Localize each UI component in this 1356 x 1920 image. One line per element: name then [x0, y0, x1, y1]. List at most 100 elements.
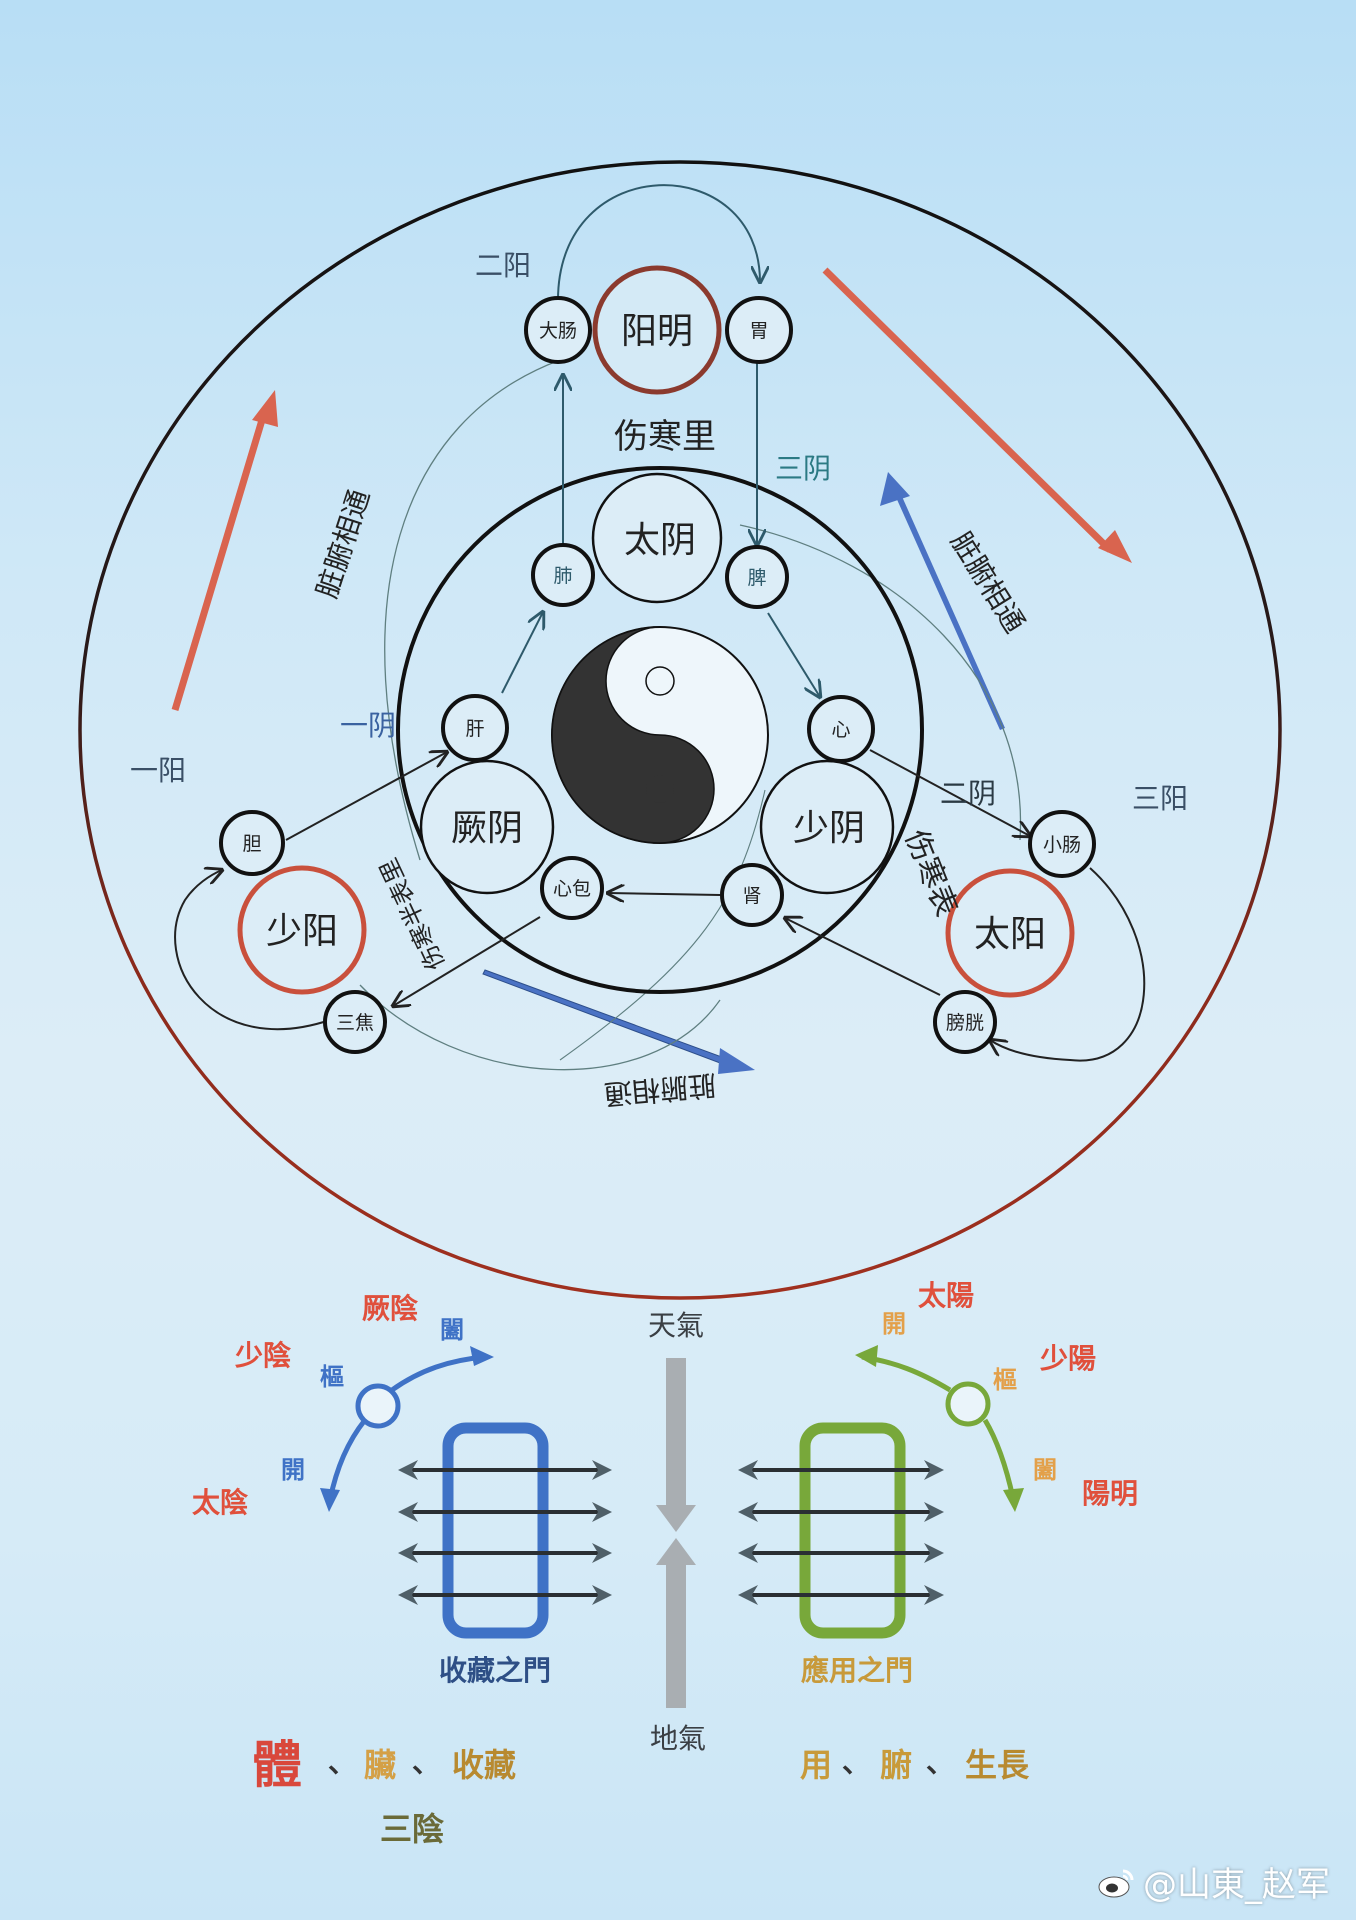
- organ-fei: 肺: [553, 565, 572, 587]
- right-gate-arrows: [738, 1460, 944, 1605]
- blue-arrow-right-up: [880, 472, 1005, 730]
- label-san-yang: 三阳: [1132, 782, 1188, 815]
- label-taiyang: 太阳: [974, 914, 1046, 955]
- channel-circle-yangming: [592, 265, 722, 395]
- organ-xin: 心: [831, 719, 850, 741]
- bottom-shoucang: 收藏: [452, 1746, 516, 1784]
- label-shaoyin: 少阴: [793, 808, 865, 849]
- organ-xinbao: 心包: [553, 878, 591, 900]
- connection-arc-right: [739, 524, 1022, 841]
- tianqi-down-arrow: [656, 1358, 696, 1532]
- bottom-zang: 臟: [364, 1746, 396, 1784]
- lower-left-jueyin: 厥陰: [362, 1292, 419, 1325]
- arrow-xin-to-xiaochang: [869, 749, 1030, 836]
- bottom-shengzhang: 生長: [965, 1746, 1030, 1784]
- outer-ring: [78, 160, 1282, 1300]
- label-yi-yang: 一阳: [130, 754, 186, 787]
- left-gate-arrows: [398, 1460, 612, 1605]
- blue-arrow-bottom: [482, 969, 755, 1074]
- arrow-pi-to-xin: [767, 612, 820, 697]
- watermark-text: @山東_赵军: [1143, 1865, 1330, 1905]
- label-er-yin: 二阴: [940, 777, 996, 810]
- left-pivot-circle: [355, 1383, 401, 1429]
- lower-left-kai: 開: [281, 1456, 305, 1484]
- arrow-dachang-to-wei: [557, 184, 760, 301]
- organ-shen: 肾: [742, 885, 761, 907]
- label-shaoyang: 少阳: [266, 911, 338, 952]
- lower-left-shu: 樞: [320, 1363, 344, 1391]
- organ-circles: [219, 296, 1096, 1054]
- right-arc-down: [982, 1418, 1016, 1499]
- left-arc-down-head: [320, 1488, 340, 1512]
- arrow-sanjiao-to-dan: [174, 870, 331, 1031]
- right-arc-up-head: [855, 1345, 878, 1367]
- bottom-ti: 體: [252, 1736, 302, 1794]
- lower-left-he: 闔: [440, 1316, 464, 1344]
- lower-tianqi: 天氣: [648, 1309, 704, 1342]
- label-san-yin: 三阴: [775, 452, 831, 485]
- left-arc-up: [390, 1354, 486, 1393]
- lower-right-shu: 樞: [993, 1366, 1017, 1394]
- right-gate-label: 應用之門: [801, 1654, 913, 1687]
- label-yi-yin: 一阴: [340, 709, 396, 742]
- connection-arc-mid: [559, 789, 766, 1061]
- label-jueyin: 厥阴: [451, 808, 523, 849]
- bottom-yong: 用: [800, 1746, 832, 1784]
- bottom-right-sep1: 、: [842, 1746, 870, 1779]
- arrow-gan-to-fei: [501, 612, 543, 694]
- bottom-san-yin: 三陰: [380, 1810, 444, 1848]
- bottom-left-sep1: 、: [328, 1746, 356, 1779]
- organ-pi: 脾: [747, 567, 766, 589]
- bottom-fu: 腑: [880, 1746, 912, 1784]
- red-arrow-right-down: [822, 267, 1132, 563]
- organ-pangguang: 膀胱: [946, 1012, 984, 1034]
- connection-arc-left: [384, 359, 561, 861]
- red-arrow-left-up: [171, 390, 278, 712]
- right-pivot-circle: [945, 1381, 991, 1427]
- left-gate-frame: [442, 1422, 549, 1639]
- lower-right-yangming: 陽明: [1082, 1477, 1138, 1510]
- right-arc-down-head: [1003, 1488, 1024, 1512]
- right-gate-frame: [799, 1422, 906, 1639]
- inner-ring: [396, 466, 924, 994]
- label-er-yang: 二阳: [475, 249, 531, 282]
- lower-right-shaoyang: 少陽: [1040, 1342, 1096, 1375]
- channel-circle-jueyin: [419, 759, 555, 895]
- lower-left-shaoyin: 少陰: [235, 1339, 292, 1372]
- left-gate-label: 收藏之門: [439, 1654, 551, 1687]
- lower-right-taiyang: 太陽: [918, 1279, 974, 1312]
- label-taiyin: 太阴: [624, 520, 696, 561]
- organ-sanjiao: 三焦: [336, 1012, 374, 1034]
- left-arc-down: [327, 1418, 367, 1501]
- organ-xiaochang: 小肠: [1043, 834, 1081, 856]
- connection-arc-bottom: [359, 984, 721, 1071]
- lower-left-taiyin: 太陰: [192, 1486, 249, 1519]
- lower-right-he: 闔: [1033, 1456, 1057, 1484]
- arrow-shen-to-xinbao: [608, 893, 721, 895]
- label-shanghan-li: 伤寒里: [614, 417, 716, 457]
- weibo-icon: [1098, 1869, 1134, 1897]
- organ-dachang: 大肠: [539, 320, 577, 342]
- organ-wei: 胃: [749, 320, 768, 342]
- label-zangfu-left: 脏腑相通: [310, 485, 376, 602]
- bottom-left-sep2: 、: [412, 1746, 440, 1779]
- organ-dan: 胆: [242, 833, 261, 855]
- label-shanghan-biao: 伤寒表: [898, 825, 964, 922]
- yin-yang-icon: [551, 626, 769, 844]
- arrow-dan-to-gan: [285, 752, 447, 841]
- watermark: @山東_赵军: [1097, 1857, 1330, 1906]
- channel-circle-taiyang: [945, 868, 1075, 998]
- channel-circle-taiyin: [591, 472, 723, 604]
- diqi-up-arrow: [656, 1538, 696, 1708]
- arrow-xinbao-to-sanjiao: [393, 916, 541, 1006]
- organ-gan: 肝: [465, 718, 484, 740]
- arrow-pangguang-to-shen: [785, 918, 941, 996]
- lower-right-kai: 開: [882, 1310, 906, 1338]
- bottom-right-sep2: 、: [926, 1746, 954, 1779]
- label-yangming: 阳明: [621, 311, 693, 352]
- label-zangfu-bottom: 脏腑相通: [603, 1068, 717, 1111]
- arrow-xiaochang-to-pangguang: [990, 867, 1146, 1062]
- left-arc-up-head: [470, 1346, 494, 1366]
- lower-diqi: 地氣: [650, 1722, 706, 1755]
